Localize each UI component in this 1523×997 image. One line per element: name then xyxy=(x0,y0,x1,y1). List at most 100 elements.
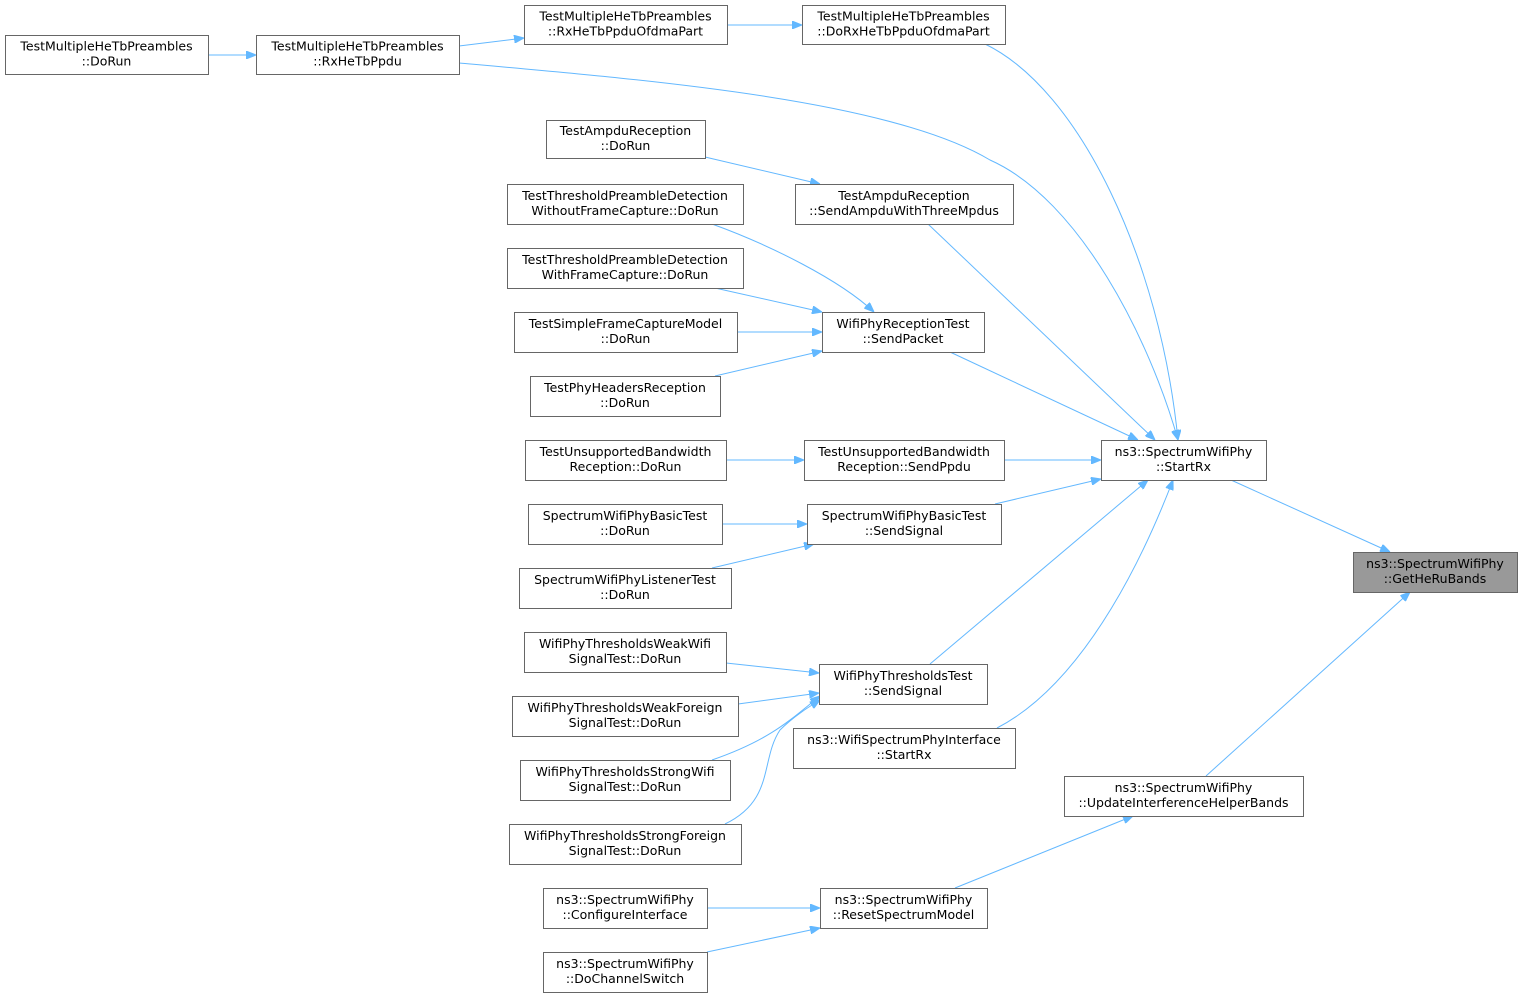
node-heptb-rxofdma[interactable]: TestMultipleHeTbPreambles::RxHeTbPpduOfd… xyxy=(524,5,728,45)
node-label-line: ::DoRun xyxy=(600,395,650,410)
node-label-line: WifiPhyThresholdsStrongForeign xyxy=(524,828,726,843)
node-simplefc[interactable]: TestSimpleFrameCaptureModel::DoRun xyxy=(514,312,738,353)
edge-weakwifi-to-thresholds-send xyxy=(725,662,819,673)
node-basic-send[interactable]: SpectrumWifiPhyBasicTest::SendSignal xyxy=(807,504,1002,545)
edge-line xyxy=(737,693,819,705)
node-box xyxy=(804,440,1005,481)
node-box xyxy=(807,504,1002,545)
edge-ampdu-send-to-startrx xyxy=(927,223,1155,440)
node-label-line: Reception::SendPpdu xyxy=(837,459,971,474)
node-label-line: SignalTest::DoRun xyxy=(569,651,682,666)
nodes: ns3::SpectrumWifiPhy::GetHeRuBandsns3::S… xyxy=(5,5,1518,993)
node-label-line: ::SendSignal xyxy=(864,683,942,698)
node-weakwifi[interactable]: WifiPhyThresholdsWeakWifiSignalTest::DoR… xyxy=(524,632,727,673)
node-label-line: TestSimpleFrameCaptureModel xyxy=(528,316,722,331)
edge-line xyxy=(706,928,820,953)
node-reception-sendpacket[interactable]: WifiPhyReceptionTest::SendPacket xyxy=(822,312,985,353)
edge-thresholds-send-to-startrx xyxy=(929,480,1148,665)
node-listener-dorun[interactable]: SpectrumWifiPhyListenerTest::DoRun xyxy=(519,568,732,609)
node-weakforeign[interactable]: WifiPhyThresholdsWeakForeignSignalTest::… xyxy=(512,696,739,737)
edge-dochannelswitch-to-resetspectrummodel xyxy=(706,928,820,953)
node-box xyxy=(519,568,732,609)
node-unsupbw-send[interactable]: TestUnsupportedBandwidthReception::SendP… xyxy=(804,440,1005,481)
node-getherubands[interactable]: ns3::SpectrumWifiPhy::GetHeRuBands xyxy=(1353,552,1518,593)
node-box xyxy=(528,504,723,545)
edge-tpd-wfc-to-reception-sendpacket xyxy=(714,287,822,312)
edge-line xyxy=(724,700,820,825)
edge-heptb-rxhetbppdu-to-heptb-rxofdma xyxy=(458,38,524,47)
node-heptb-rxhetbppdu[interactable]: TestMultipleHeTbPreambles::RxHeTbPpdu xyxy=(256,35,460,75)
node-ampdu-dorun[interactable]: TestAmpduReception::DoRun xyxy=(546,120,706,159)
edge-startrx-to-getherubands xyxy=(1230,479,1390,552)
node-tpd-wfc[interactable]: TestThresholdPreambleDetectionWithFrameC… xyxy=(507,248,744,289)
node-tpd-wofc[interactable]: TestThresholdPreambleDetectionWithoutFra… xyxy=(507,184,744,225)
node-box xyxy=(524,5,728,45)
node-label-line: SignalTest::DoRun xyxy=(569,715,682,730)
node-label-line: SignalTest::DoRun xyxy=(569,779,682,794)
edge-line xyxy=(714,351,822,377)
node-ampdu-send[interactable]: TestAmpduReception::SendAmpduWithThreeMp… xyxy=(795,184,1014,225)
node-label-line: ::StartRx xyxy=(1156,459,1211,474)
edge-line xyxy=(929,480,1148,665)
edge-updateinterference-to-getherubands xyxy=(1205,592,1410,777)
node-label-line: ns3::SpectrumWifiPhy xyxy=(835,892,973,907)
node-label-line: WifiPhyReceptionTest xyxy=(836,316,969,331)
node-box xyxy=(822,312,985,353)
node-label-line: TestMultipleHeTbPreambles xyxy=(270,39,443,54)
node-label-line: ::ConfigureInterface xyxy=(563,907,688,922)
node-startrx[interactable]: ns3::SpectrumWifiPhy::StartRx xyxy=(1101,440,1267,481)
node-basic-dorun[interactable]: SpectrumWifiPhyBasicTest::DoRun xyxy=(528,504,723,545)
node-label-line: SignalTest::DoRun xyxy=(569,843,682,858)
node-label-line: ::DoRun xyxy=(600,523,650,538)
edge-line xyxy=(949,351,1138,440)
node-strongforeign[interactable]: WifiPhyThresholdsStrongForeignSignalTest… xyxy=(509,824,742,865)
node-label-line: SpectrumWifiPhyBasicTest xyxy=(543,508,708,523)
node-box xyxy=(507,248,744,289)
node-configureinterface[interactable]: ns3::SpectrumWifiPhy::ConfigureInterface xyxy=(543,888,708,929)
node-label-line: ::DoRxHeTbPpduOfdmaPart xyxy=(817,24,990,39)
node-label-line: ::SendSignal xyxy=(865,523,943,538)
node-label-line: TestUnsupportedBandwidth xyxy=(817,444,990,459)
node-thresholds-send[interactable]: WifiPhyThresholdsTest::SendSignal xyxy=(819,664,988,705)
node-label-line: WifiPhyThresholdsWeakWifi xyxy=(539,636,711,651)
node-label-line: Reception::DoRun xyxy=(570,459,682,474)
node-label-line: ::DoChannelSwitch xyxy=(566,971,684,986)
node-label-line: WifiPhyThresholdsTest xyxy=(833,668,972,683)
node-label-line: TestUnsupportedBandwidth xyxy=(539,444,712,459)
node-label-line: ::DoRun xyxy=(601,331,651,346)
edges xyxy=(208,25,1410,953)
edge-basic-send-to-startrx xyxy=(994,479,1101,505)
node-heptb-dorun[interactable]: TestMultipleHeTbPreambles::DoRun xyxy=(5,35,209,75)
edge-line xyxy=(458,38,524,47)
node-heptb-dorxofdma[interactable]: TestMultipleHeTbPreambles::DoRxHeTbPpduO… xyxy=(802,5,1006,45)
node-resetspectrummodel[interactable]: ns3::SpectrumWifiPhy::ResetSpectrumModel xyxy=(820,888,988,929)
node-label-line: TestThresholdPreambleDetection xyxy=(521,188,728,203)
node-box xyxy=(546,120,706,159)
node-label-line: ::RxHeTbPpduOfdmaPart xyxy=(548,24,703,39)
edge-weakforeign-to-thresholds-send xyxy=(737,693,819,705)
node-label-line: TestMultipleHeTbPreambles xyxy=(816,9,989,24)
node-label-line: TestMultipleHeTbPreambles xyxy=(538,9,711,24)
node-strongwifi[interactable]: WifiPhyThresholdsStrongWifiSignalTest::D… xyxy=(520,760,731,801)
node-box xyxy=(819,664,988,705)
node-label-line: ::SendAmpduWithThreeMpdus xyxy=(809,203,999,218)
edge-line xyxy=(458,62,1178,440)
node-label-line: ns3::SpectrumWifiPhy xyxy=(1115,780,1253,795)
node-iface-startrx[interactable]: ns3::WifiSpectrumPhyInterface::StartRx xyxy=(793,728,1016,769)
node-label-line: ::StartRx xyxy=(876,747,931,762)
node-box xyxy=(512,696,739,737)
node-label-line: ns3::SpectrumWifiPhy xyxy=(556,956,694,971)
node-dochannelswitch[interactable]: ns3::SpectrumWifiPhy::DoChannelSwitch xyxy=(543,952,708,993)
edge-line xyxy=(1230,479,1390,552)
edge-line xyxy=(984,43,1178,440)
edge-heptb-rxhetbppdu-to-startrx xyxy=(458,62,1178,440)
node-label-line: WithoutFrameCapture::DoRun xyxy=(531,203,718,218)
node-box xyxy=(509,824,742,865)
node-phyheaders[interactable]: TestPhyHeadersReception::DoRun xyxy=(530,376,721,417)
edge-reception-sendpacket-to-startrx xyxy=(949,351,1138,440)
node-label-line: ::DoRun xyxy=(601,138,651,153)
node-label-line: ns3::SpectrumWifiPhy xyxy=(1366,556,1504,571)
node-label-line: WifiPhyThresholdsStrongWifi xyxy=(535,764,714,779)
node-updateinterference[interactable]: ns3::SpectrumWifiPhy::UpdateInterference… xyxy=(1064,776,1304,817)
